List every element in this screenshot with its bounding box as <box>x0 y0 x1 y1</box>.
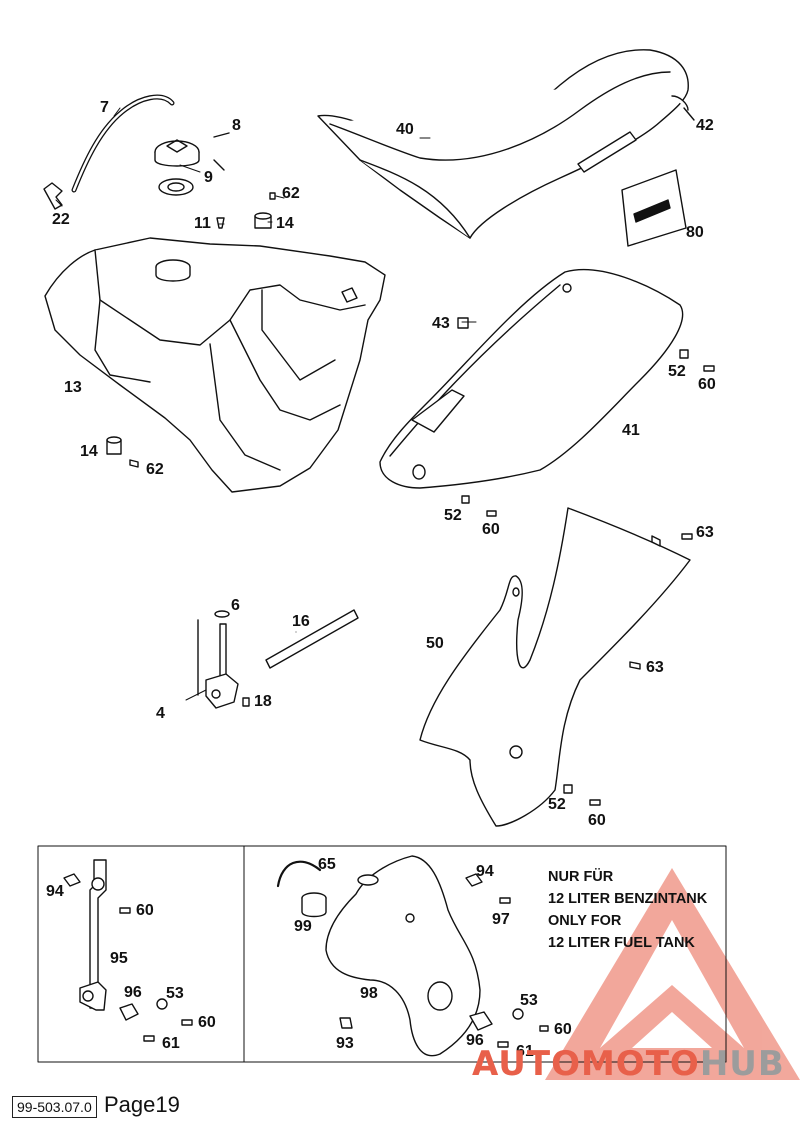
inset-right-callout-97: 97 <box>492 911 510 928</box>
callout-9: 9 <box>204 169 213 186</box>
callout-8: 8 <box>232 117 241 134</box>
page-label: Page19 <box>104 1092 180 1117</box>
callout-41: 41 <box>622 422 640 439</box>
callout-63-a: 63 <box>696 524 714 541</box>
fuel-tap <box>205 623 239 709</box>
seat-ktm-logo <box>577 131 637 173</box>
fuel-tank-note: NUR FÜR 12 LITER BENZINTANK ONLY FOR 12 … <box>548 866 707 954</box>
callout-43: 43 <box>432 315 450 332</box>
inset-left-callout-96: 96 <box>124 984 142 1001</box>
inset-right-callout-93: 93 <box>336 1035 354 1052</box>
inset-left-callout-53: 53 <box>166 985 184 1002</box>
seat <box>317 49 689 239</box>
inset-right-callout-99: 99 <box>294 918 312 935</box>
side-panel-50 <box>419 507 691 827</box>
screw-62-lower <box>129 459 139 468</box>
inset-right-callout-65: 65 <box>318 856 336 873</box>
inset-left-callout-61: 61 <box>162 1035 180 1052</box>
callout-4: 4 <box>156 705 165 722</box>
inset-left-callout-60b: 60 <box>198 1014 216 1031</box>
watermark-part-1: AUTOMOTO <box>472 1044 700 1084</box>
inset-right-callout-94: 94 <box>476 863 494 880</box>
inset-right-callout-53: 53 <box>520 992 538 1009</box>
callout-11: 11 <box>194 215 211 232</box>
tank-cap <box>154 139 200 167</box>
leader-lines <box>55 107 477 701</box>
callout-14-lower: 14 <box>80 443 98 460</box>
elbow-fitting <box>43 182 63 210</box>
washer-52a <box>679 349 689 359</box>
callout-7: 7 <box>100 99 109 116</box>
callout-60-c: 60 <box>588 812 606 829</box>
inset-frame <box>37 845 727 1063</box>
callout-18: 18 <box>254 693 272 710</box>
callout-62-lower: 62 <box>146 461 164 478</box>
cap-gasket <box>158 178 194 196</box>
inset-right-callout-96: 96 <box>466 1032 484 1049</box>
nut-43 <box>457 317 469 329</box>
document-code: 99-503.07.0 <box>12 1096 97 1118</box>
inset-right-callout-61: 61 <box>516 1043 534 1060</box>
watermark-logo: AUTOMOTOHUB <box>472 1046 785 1082</box>
hose-16 <box>265 609 359 669</box>
screw-11 <box>216 217 225 229</box>
callout-50: 50 <box>426 635 444 652</box>
callout-40: 40 <box>396 121 414 138</box>
callout-63-b: 63 <box>646 659 664 676</box>
callout-80: 80 <box>686 224 704 241</box>
watermark-triangle <box>545 868 800 1080</box>
inset-left-callout-60: 60 <box>136 902 154 919</box>
side-cover-41 <box>379 268 684 489</box>
callout-52-a: 52 <box>668 363 686 380</box>
inset-right-parts <box>276 855 549 1057</box>
callout-52-c: 52 <box>548 796 566 813</box>
filter-6 <box>214 610 230 618</box>
screw-18 <box>242 697 250 707</box>
callout-60-a: 60 <box>698 376 716 393</box>
inset-right-callout-60: 60 <box>554 1021 572 1038</box>
screw-60a <box>703 365 715 372</box>
note-line-2: 12 LITER BENZINTANK <box>548 891 708 907</box>
inset-left-callout-95: 95 <box>110 950 128 967</box>
note-line-4: 12 LITER FUEL TANK <box>548 935 695 951</box>
callout-22: 22 <box>52 211 70 228</box>
decal-80 <box>621 169 687 247</box>
watermark-part-2: HUB <box>699 1044 785 1084</box>
callout-42: 42 <box>696 117 714 134</box>
callout-13: 13 <box>64 379 82 396</box>
callout-16: 16 <box>292 613 310 630</box>
callout-14-top: 14 <box>276 215 294 232</box>
callout-6: 6 <box>231 597 240 614</box>
callout-52-b: 52 <box>444 507 462 524</box>
note-line-3: ONLY FOR <box>548 913 622 929</box>
fuel-tank <box>44 237 386 493</box>
callout-62-top: 62 <box>282 185 300 202</box>
inset-left-callout-94: 94 <box>46 883 64 900</box>
inset-left-parts <box>63 859 193 1042</box>
callout-60-b: 60 <box>482 521 500 538</box>
inset-right-callout-98: 98 <box>360 985 378 1002</box>
note-line-1: NUR FÜR <box>548 869 614 885</box>
